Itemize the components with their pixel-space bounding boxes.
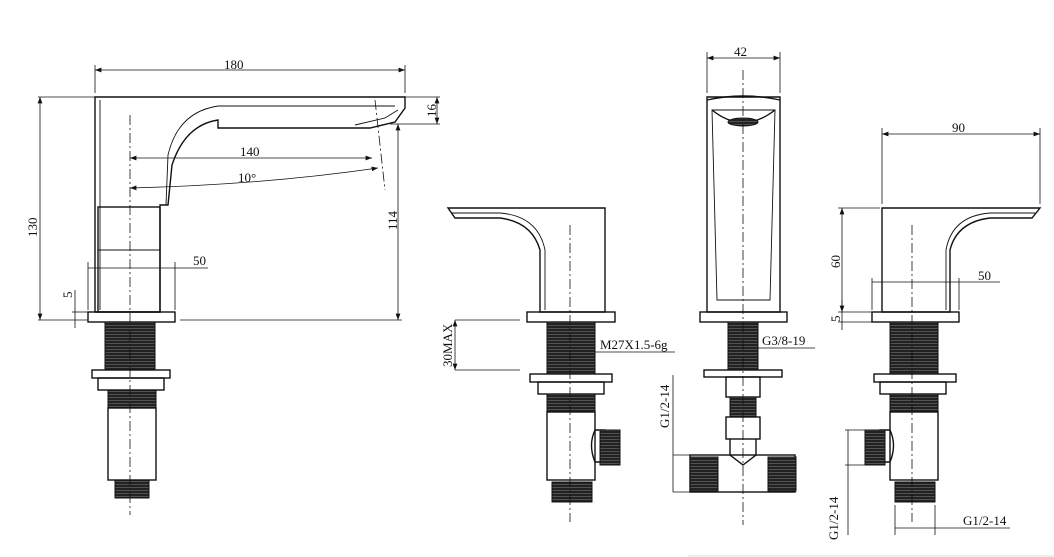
dim-height-60: 60 (828, 255, 843, 268)
thread-g12-horizontal: G1/2-14 (963, 513, 1007, 528)
dim-base-50-right: 50 (978, 268, 991, 283)
dim-angle-10: 10° (238, 170, 256, 185)
thread-g12-front: G1/2-14 (657, 384, 672, 428)
dim-height-130: 130 (25, 218, 40, 238)
dim-width-180: 180 (224, 57, 244, 72)
dim-30max: 30MAX (440, 323, 455, 367)
dim-reach-140: 140 (240, 144, 260, 159)
handle-view: 30MAX M27X1.5-6g (440, 207, 675, 522)
dim-width-42: 42 (734, 44, 747, 59)
dim-outlet-114: 114 (385, 210, 400, 230)
front-view: 42 G3/8-19 G1/2-14 (657, 44, 815, 525)
dim-base-5: 5 (60, 292, 75, 299)
thread-m27: M27X1.5-6g (600, 337, 668, 352)
dim-width-90: 90 (952, 120, 965, 135)
dim-base-5-right: 5 (828, 316, 843, 323)
side-view-spout: 180 16 140 10° 130 114 50 5 (25, 57, 440, 515)
thread-g38: G3/8-19 (762, 333, 805, 348)
right-handle-view: 90 60 50 5 G1/2-14 G1/2-14 (826, 120, 1042, 540)
dim-base-50: 50 (193, 253, 206, 268)
dim-spout-16: 16 (424, 104, 439, 118)
thread-g12-vertical: G1/2-14 (826, 496, 841, 540)
